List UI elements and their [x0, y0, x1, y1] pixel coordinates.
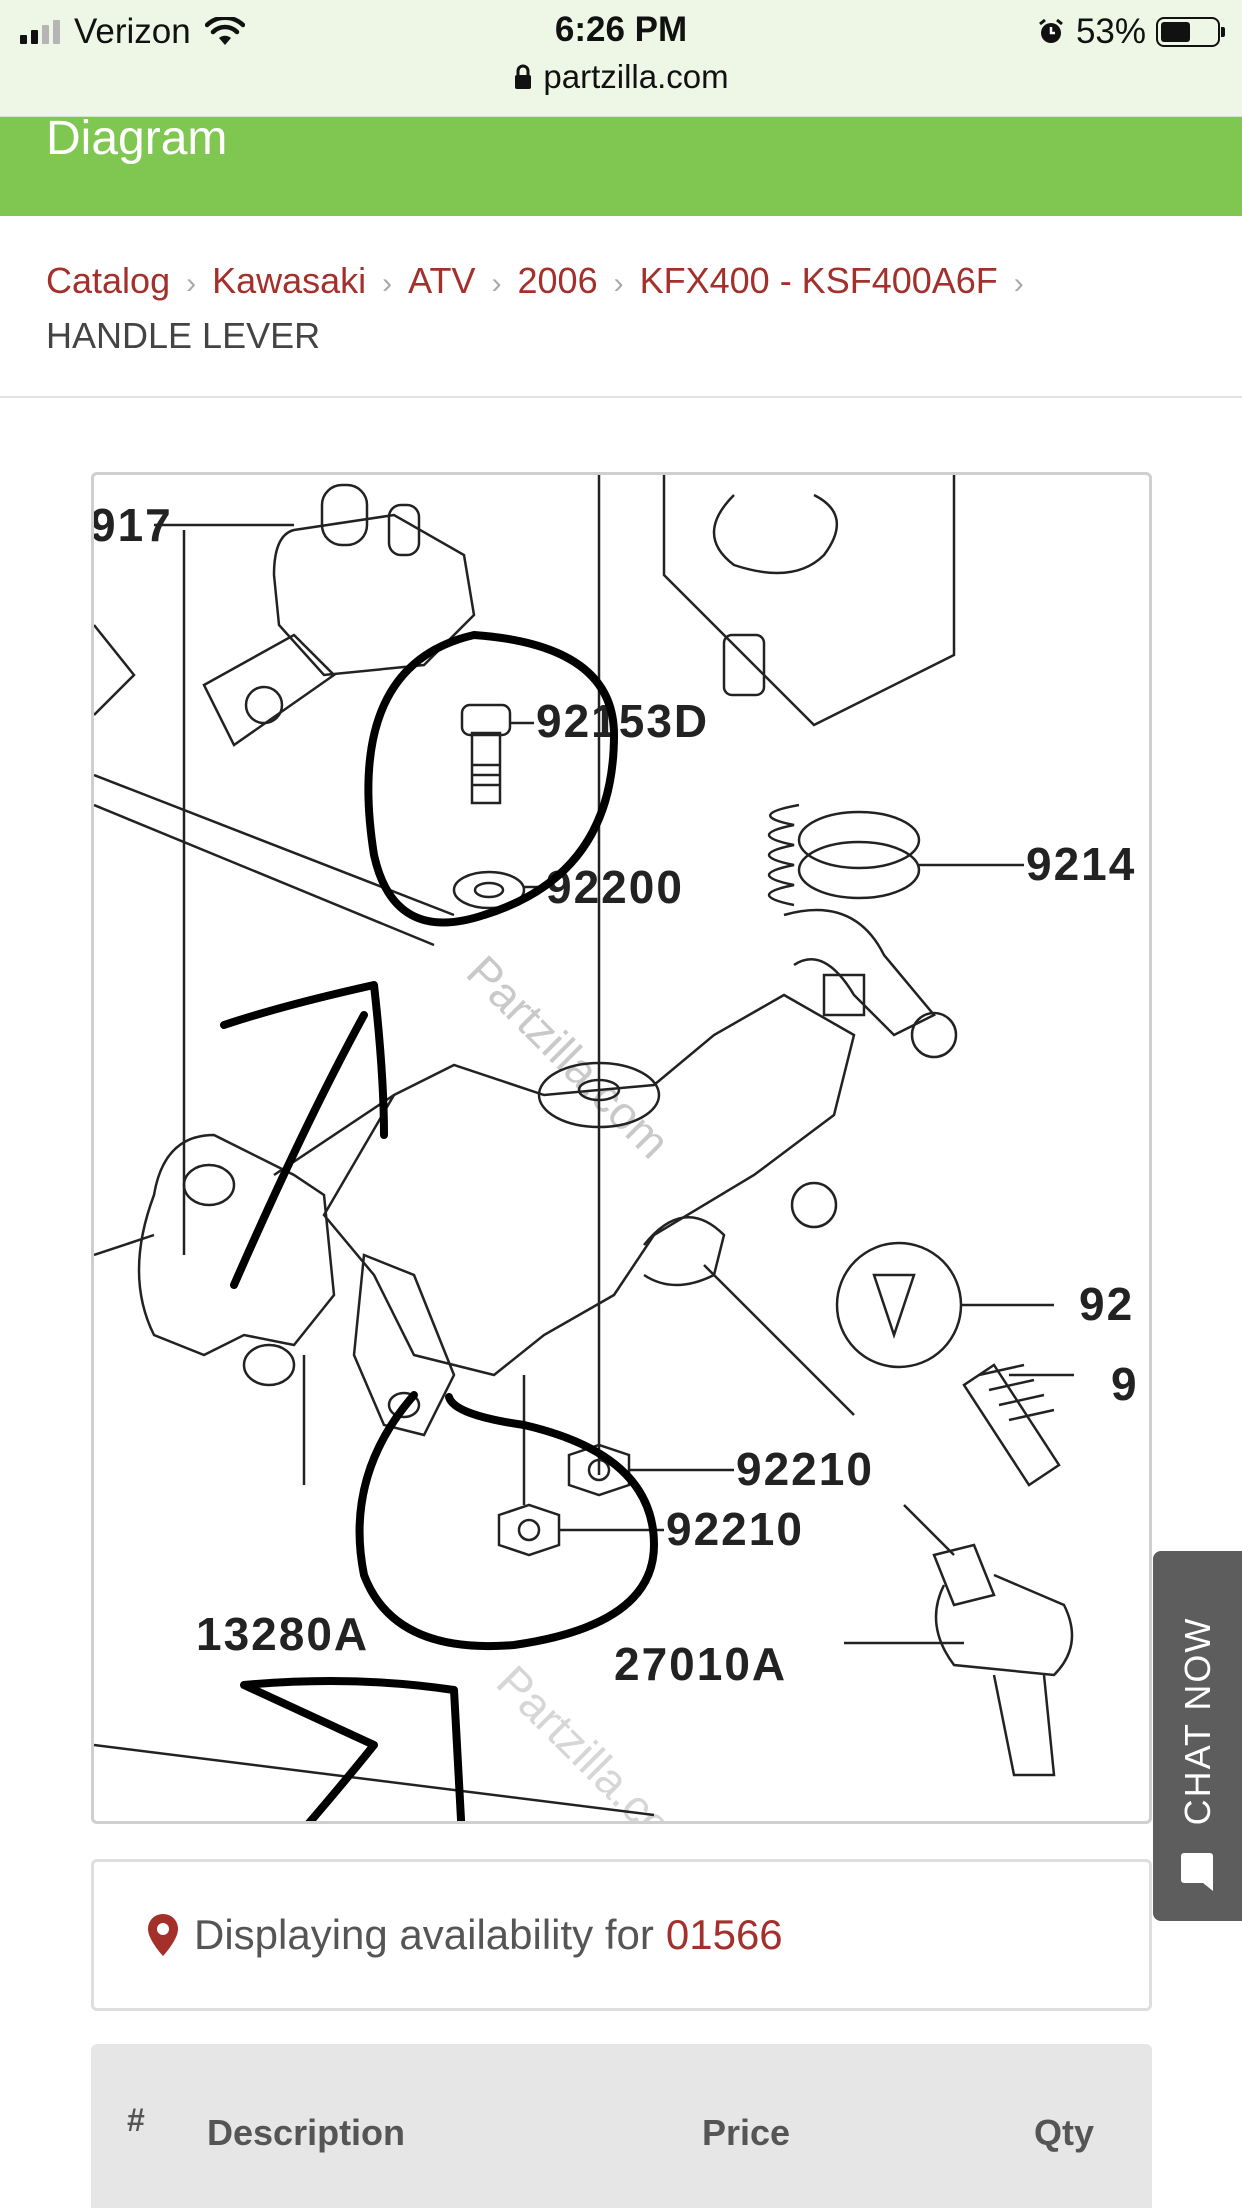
- annotation-circle: [355, 1391, 658, 1651]
- parts-diagram[interactable]: Partzilla.com Partzilla.com: [91, 472, 1152, 1824]
- wifi-icon: [204, 17, 245, 45]
- watermark: Partzilla.com: [457, 945, 680, 1168]
- part-label: 92210: [666, 1503, 804, 1555]
- part-label: 13280A: [196, 1608, 369, 1660]
- lock-icon: [515, 64, 532, 89]
- url-bar[interactable]: partzilla.com: [0, 58, 1242, 96]
- part-label: 92: [1079, 1278, 1134, 1330]
- breadcrumb: Catalog › Kawasaki › ATV › 2006 › KFX400 - KSF40…: [46, 255, 1206, 362]
- chevron-right-icon: ›: [1013, 267, 1024, 300]
- column-number: #: [127, 2102, 145, 2138]
- breadcrumb-atv[interactable]: ATV: [408, 260, 476, 301]
- chevron-right-icon: ›: [186, 267, 197, 300]
- part-label: 27010A: [614, 1638, 787, 1690]
- breadcrumb-current: HANDLE LEVER: [46, 315, 321, 356]
- availability-box[interactable]: Displaying availability for 01566: [91, 1859, 1152, 2011]
- column-description: Description: [207, 2112, 406, 2153]
- diagram-drawing: Partzilla.com Partzilla.com: [94, 475, 1139, 1821]
- chat-now-button[interactable]: CHAT NOW: [1153, 1551, 1242, 1921]
- status-bar: Verizon 6:26 PM 53% partzilla.com: [0, 0, 1242, 117]
- cell-signal-icon: [20, 20, 60, 44]
- part-label: 917: [94, 499, 173, 551]
- chat-now-label: CHAT NOW: [1176, 1616, 1218, 1826]
- battery-percent: 53%: [1075, 12, 1146, 51]
- annotation-arrow: [220, 981, 388, 1289]
- page-title: Diagram: [46, 112, 228, 165]
- divider: [0, 396, 1242, 398]
- url-text: partzilla.com: [543, 58, 729, 95]
- chat-bubble-icon: [1181, 1853, 1213, 1891]
- annotation-circle: [364, 631, 618, 927]
- part-label: 92153D: [536, 695, 709, 747]
- location-pin-icon: [148, 1914, 178, 1956]
- status-right: 53%: [1036, 10, 1225, 54]
- breadcrumb-catalog[interactable]: Catalog: [46, 260, 171, 301]
- chevron-right-icon: ›: [491, 267, 502, 300]
- annotation-arrow: [240, 1677, 466, 1821]
- part-label: 9: [1111, 1358, 1139, 1410]
- part-label: 9214: [1026, 838, 1136, 890]
- availability-zip[interactable]: 01566: [665, 1911, 783, 1958]
- breadcrumb-kawasaki[interactable]: Kawasaki: [212, 260, 367, 301]
- part-label: 92210: [736, 1443, 874, 1495]
- carrier-name: Verizon: [74, 12, 191, 51]
- status-left: Verizon: [20, 10, 245, 54]
- clock: 6:26 PM: [554, 10, 688, 49]
- chevron-right-icon: ›: [613, 267, 624, 300]
- parts-table-header: # Description Price Qty: [91, 2044, 1152, 2208]
- column-price: Price: [702, 2112, 791, 2153]
- column-qty: Qty: [1034, 2112, 1095, 2153]
- breadcrumb-year[interactable]: 2006: [517, 260, 598, 301]
- alarm-icon: [1039, 18, 1063, 43]
- page-header: Diagram: [0, 112, 1242, 216]
- breadcrumb-model[interactable]: KFX400 - KSF400A6F: [639, 260, 998, 301]
- chevron-right-icon: ›: [382, 267, 393, 300]
- battery-icon: [1156, 17, 1225, 47]
- availability-text: Displaying availability for: [194, 1911, 654, 1958]
